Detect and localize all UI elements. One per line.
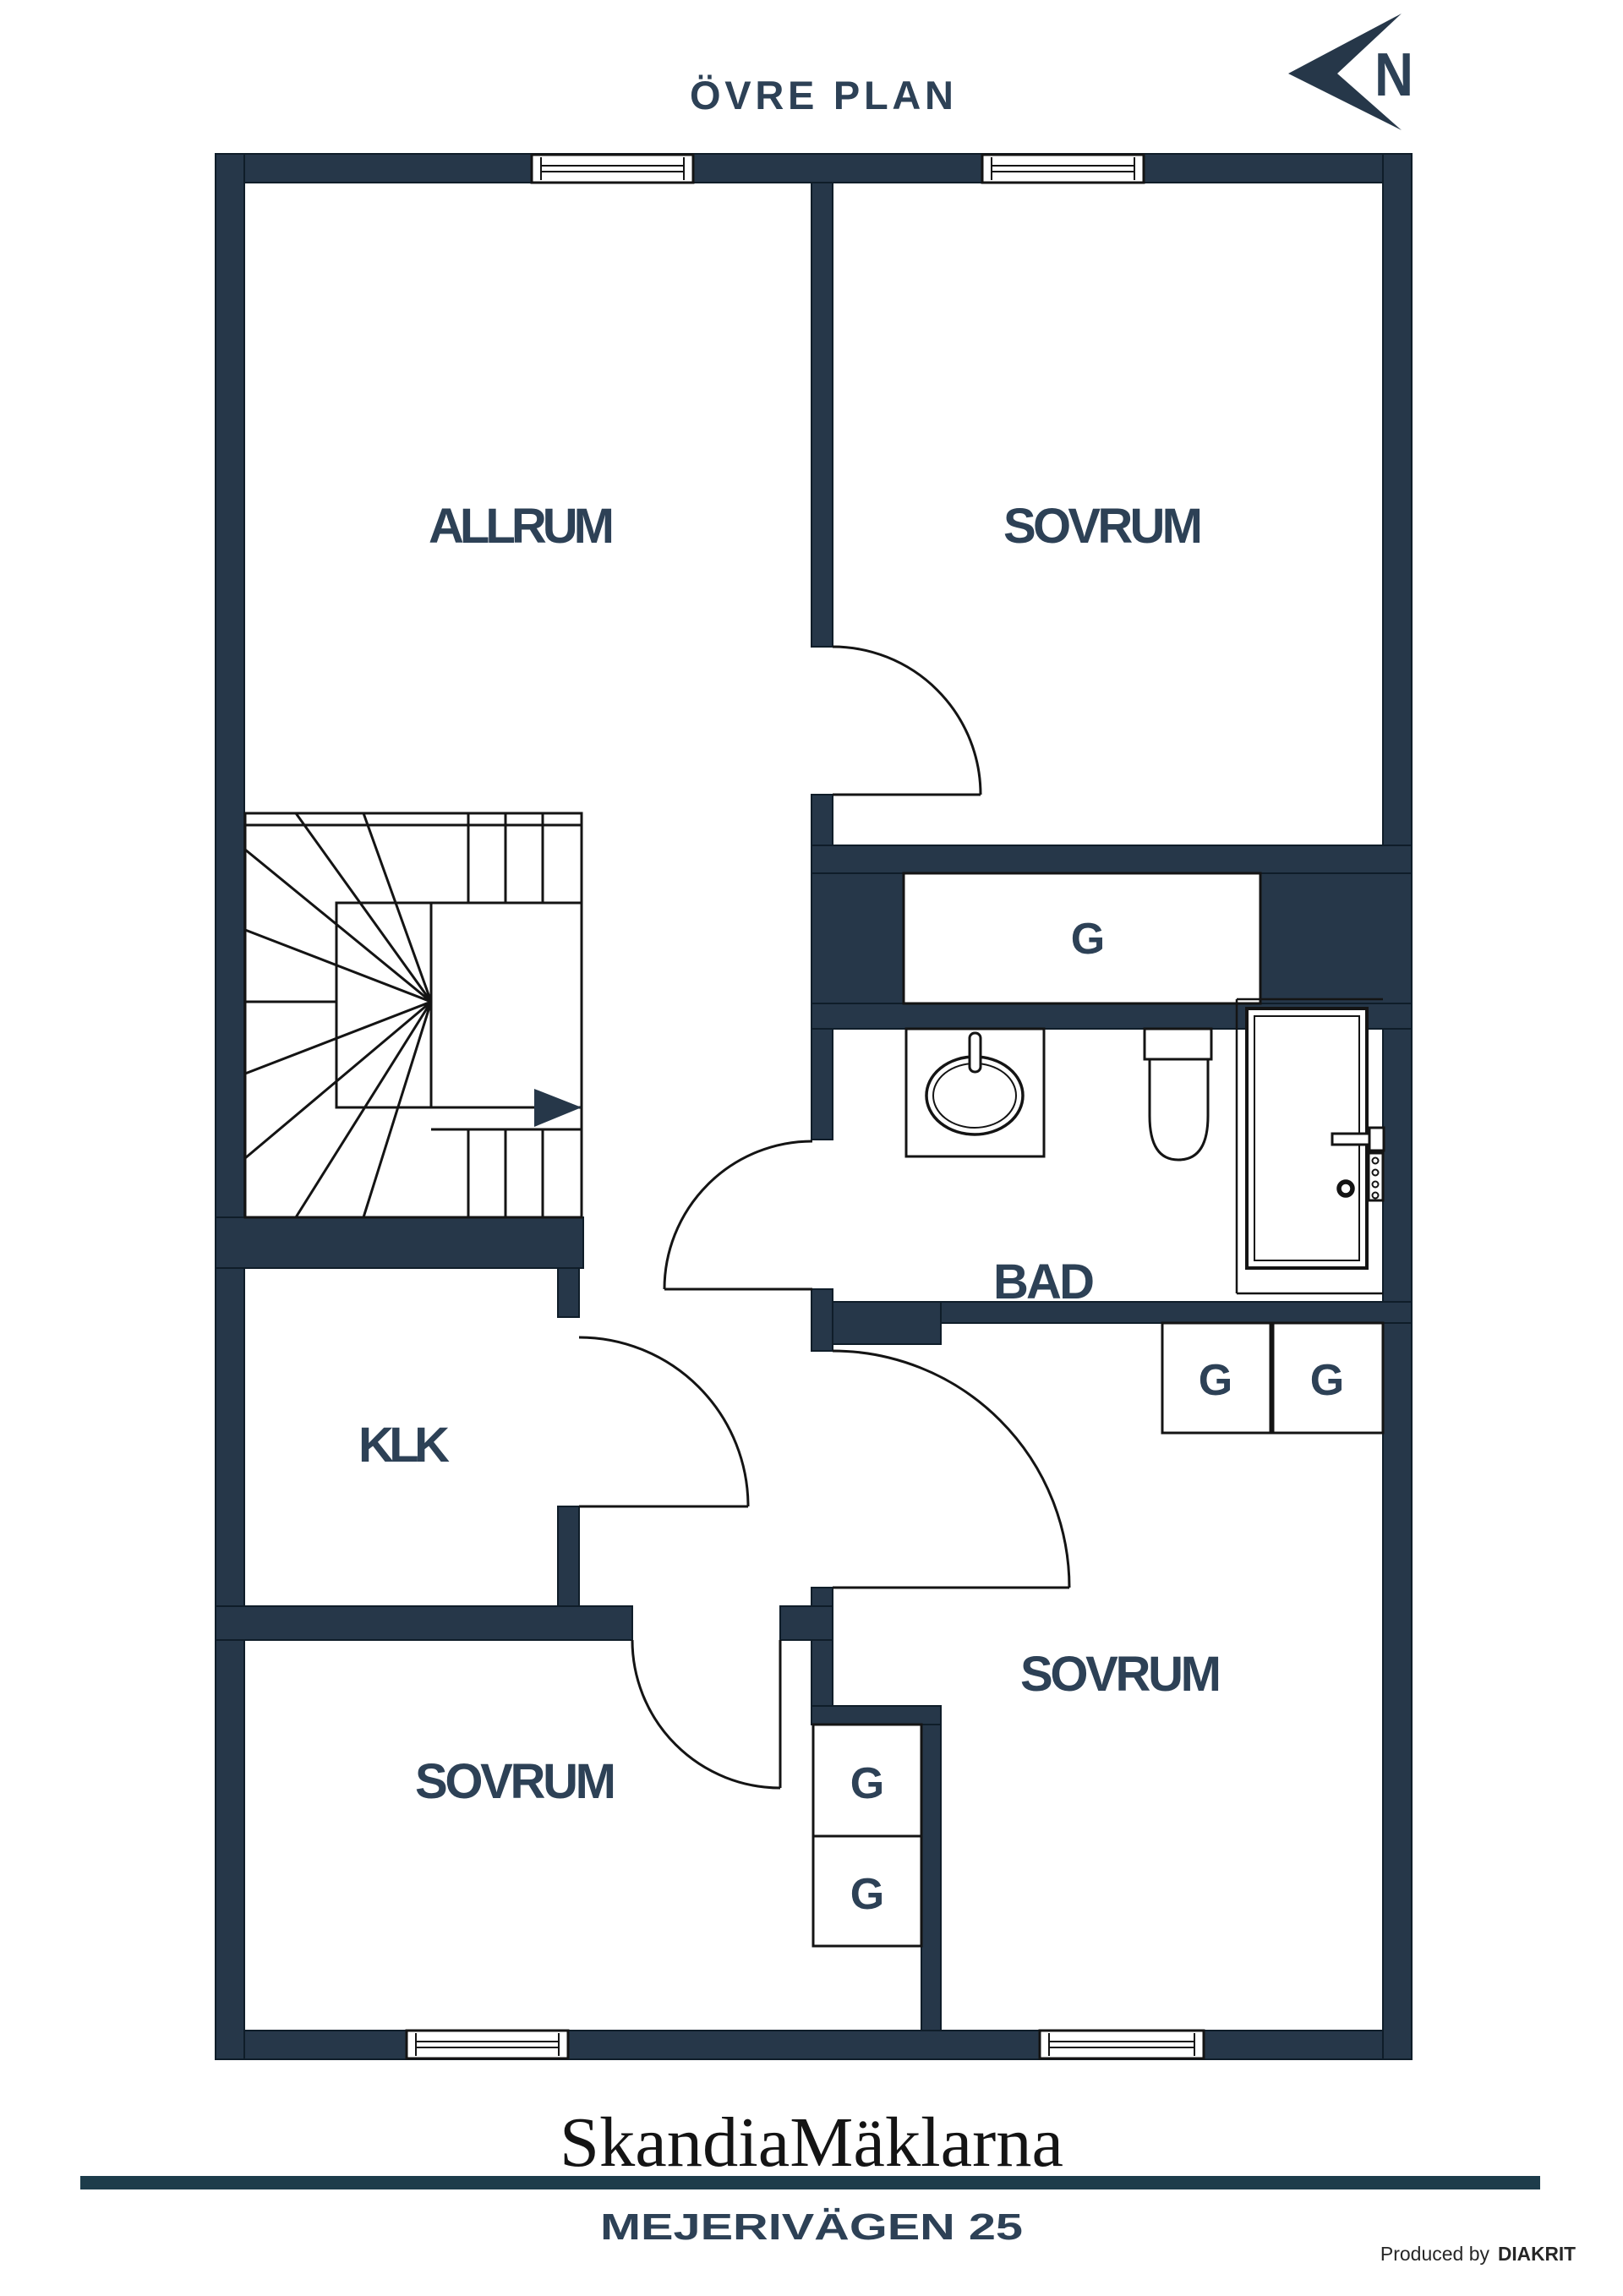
closet-label-bottom-2: G bbox=[850, 1870, 884, 1919]
footer: SkandiaMäklarna MEJERIVÄGEN 25 Produced … bbox=[80, 2103, 1576, 2265]
door-sovrum-bottom-left bbox=[631, 1639, 782, 1790]
toilet-tank bbox=[1143, 1027, 1213, 1061]
window-bottom-right bbox=[1038, 2029, 1205, 2060]
stair-treads-bottom bbox=[467, 1129, 544, 1217]
wall-below-stairs bbox=[215, 1216, 584, 1269]
bath-niche bbox=[1235, 998, 1383, 1295]
door-sovrum-bottom-right bbox=[832, 1349, 1071, 1589]
closet-label-mid-right-1: G bbox=[1199, 1356, 1232, 1405]
stair-direction-arrow-icon bbox=[534, 1089, 582, 1127]
wall-outer-bottom bbox=[215, 2030, 1413, 2060]
closet-bad bbox=[902, 872, 1262, 1005]
closet-mid-right-2 bbox=[1271, 1321, 1385, 1435]
closets bbox=[812, 872, 1385, 1948]
bathtub-drain bbox=[1336, 1179, 1355, 1198]
sink bbox=[904, 1027, 1046, 1158]
door-klk bbox=[578, 1336, 750, 1508]
closet-label-bottom-1: G bbox=[850, 1759, 884, 1808]
wall-klk-right-upper bbox=[557, 1267, 580, 1318]
wall-outer-right bbox=[1382, 153, 1413, 2060]
wall-bottomleft-top-left bbox=[215, 1605, 633, 1641]
closet-bottom-2 bbox=[812, 1834, 923, 1948]
bathtub-panel bbox=[1367, 1151, 1385, 1202]
sink-tap bbox=[968, 1031, 982, 1074]
bathtub-handle-cap bbox=[1368, 1126, 1385, 1152]
doors bbox=[578, 645, 1071, 1790]
toilet-bowl bbox=[1148, 1058, 1210, 1162]
window-top-left bbox=[530, 153, 695, 184]
room-label-sovrum-bottom-left: SOVRUM bbox=[415, 1754, 616, 1809]
staircase bbox=[243, 812, 583, 1219]
stair-winders bbox=[244, 812, 433, 1218]
room-label-sovrum-bottom-right: SOVRUM bbox=[1020, 1647, 1221, 1702]
window-top-right bbox=[981, 153, 1145, 184]
wall-outer-left bbox=[215, 153, 245, 2060]
wall-bad-left-upper bbox=[811, 1028, 833, 1140]
stair-treads-top bbox=[467, 813, 544, 903]
window-bottom-left bbox=[405, 2029, 570, 2060]
wall-outer-top bbox=[215, 153, 1413, 183]
closet-label-mid-right-2: G bbox=[1310, 1356, 1344, 1405]
closet-label-bad: G bbox=[1071, 915, 1105, 964]
bathtub bbox=[1245, 1007, 1385, 1270]
stair-landings bbox=[245, 901, 582, 1131]
room-label-allrum: ALLRUM bbox=[429, 499, 615, 554]
toilet bbox=[1143, 1027, 1213, 1162]
labels: ÖVRE PLAN ALLRUM SOVRUM BAD KLK SOVRUM S… bbox=[358, 73, 1344, 1919]
page-title: ÖVRE PLAN bbox=[690, 73, 954, 118]
wall-klk-right-lower bbox=[557, 1506, 580, 1607]
wall-bad-left-stub bbox=[811, 1288, 833, 1352]
credit-brand: DIAKRIT bbox=[1498, 2243, 1576, 2265]
wall-sovrum-bottom-band bbox=[811, 845, 1413, 874]
wall-bad-bottom-thick bbox=[832, 1301, 942, 1345]
bad-fixtures bbox=[904, 998, 1385, 1295]
compass-label: N bbox=[1374, 41, 1413, 109]
room-label-klk: KLK bbox=[358, 1418, 450, 1473]
footer-address: MEJERIVÄGEN 25 bbox=[600, 2206, 1023, 2248]
door-sovrum-top-right bbox=[832, 645, 982, 796]
wall-bottomleft-top-right bbox=[779, 1605, 833, 1641]
wall-divider-allrum-sovrum bbox=[811, 182, 833, 648]
room-label-sovrum-top-right: SOVRUM bbox=[1003, 499, 1203, 554]
wall-jog bbox=[811, 1705, 942, 1725]
door-bad bbox=[663, 1140, 813, 1291]
wall-bottom-rooms-divider bbox=[921, 1724, 942, 2031]
closet-mid-right-1 bbox=[1161, 1321, 1272, 1435]
footer-divider-bar bbox=[80, 2176, 1540, 2189]
north-arrow-icon bbox=[1288, 14, 1402, 130]
credit-prefix: Produced by bbox=[1380, 2243, 1490, 2265]
room-label-bad: BAD bbox=[993, 1255, 1095, 1309]
windows bbox=[405, 153, 1205, 2060]
compass: N bbox=[1288, 14, 1413, 130]
brand-logo: SkandiaMäklarna bbox=[560, 2103, 1063, 2182]
